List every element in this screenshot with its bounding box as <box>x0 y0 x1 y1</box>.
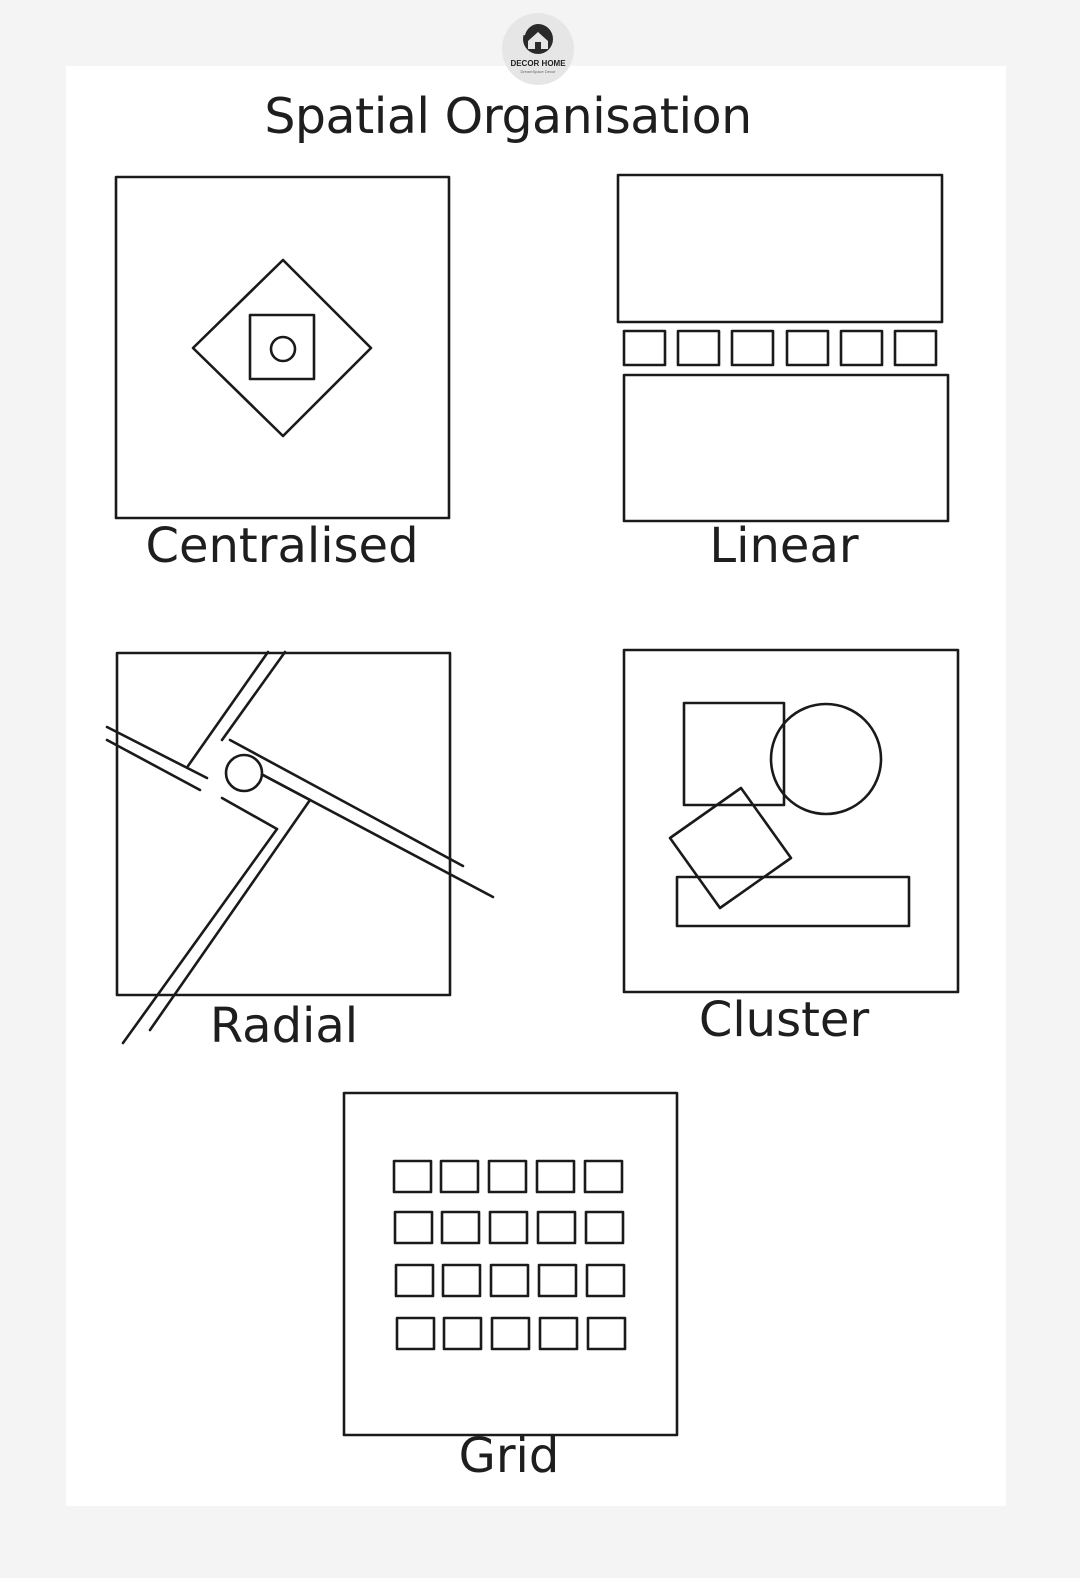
grid-diagram <box>342 1091 679 1437</box>
linear-bottom-block <box>622 373 950 523</box>
label-radial: Radial <box>209 998 359 1054</box>
linear-cell <box>622 329 667 367</box>
centralised-diagram <box>114 175 451 520</box>
page-title: Spatial Organisation <box>264 88 752 145</box>
grid-outer-square <box>342 1091 679 1437</box>
grid-cell <box>441 1263 482 1298</box>
grid-cell <box>440 1210 481 1245</box>
grid-cell <box>442 1316 483 1351</box>
grid-cell <box>585 1263 626 1298</box>
grid-cell <box>586 1316 627 1351</box>
cluster-square <box>682 701 786 807</box>
radial-center-circle <box>224 753 264 793</box>
grid-cell <box>535 1159 576 1194</box>
centralised-diamond <box>191 258 373 438</box>
linear-diagram <box>616 173 950 523</box>
radial-arm-line <box>105 738 202 792</box>
page-sheet <box>66 66 1006 1506</box>
radial-outer-square <box>115 651 452 997</box>
cluster-circle <box>769 702 883 816</box>
radial-arm-line <box>261 773 312 802</box>
grid-cell <box>394 1263 435 1298</box>
centralised-outer-square <box>114 175 451 520</box>
logo-name: DECOR HOME <box>510 59 566 68</box>
radial-arm-line <box>220 650 287 742</box>
grid-cell <box>536 1210 577 1245</box>
grid-cells <box>392 1159 627 1351</box>
logo-tagline: DreamSpace Decor <box>520 69 556 74</box>
centralised-center-circle <box>269 335 297 363</box>
linear-cell <box>839 329 884 367</box>
radial-arm-line <box>148 798 312 1032</box>
grid-cell <box>538 1316 579 1351</box>
grid-cell <box>392 1159 433 1194</box>
linear-top-block <box>616 173 944 324</box>
linear-cell <box>730 329 775 367</box>
centralised-inner-square <box>248 313 316 381</box>
linear-cell <box>676 329 721 367</box>
cluster-outer-square <box>622 648 960 994</box>
grid-cell <box>584 1210 625 1245</box>
cluster-rotated-square <box>668 786 793 910</box>
grid-cell <box>488 1210 529 1245</box>
radial-arm-line <box>220 796 279 831</box>
grid-cell <box>439 1159 480 1194</box>
grid-cell <box>487 1159 528 1194</box>
grid-cell <box>583 1159 624 1194</box>
radial-arm-line <box>105 725 209 780</box>
radial-arm-line <box>228 738 465 868</box>
label-cluster: Cluster <box>698 992 870 1048</box>
grid-cell <box>393 1210 434 1245</box>
label-grid: Grid <box>458 1428 560 1484</box>
cluster-bar <box>675 875 911 928</box>
linear-cell <box>893 329 938 367</box>
logo: DECOR HOME DreamSpace Decor <box>502 13 574 85</box>
label-centralised: Centralised <box>145 518 419 574</box>
radial-arm-line <box>121 827 279 1045</box>
grid-cell <box>489 1263 530 1298</box>
label-linear: Linear <box>709 518 859 574</box>
grid-cell <box>537 1263 578 1298</box>
linear-cell <box>785 329 830 367</box>
radial-diagram <box>105 650 495 1045</box>
grid-cell <box>395 1316 436 1351</box>
radial-arm-line <box>186 650 270 768</box>
house-icon <box>523 22 553 54</box>
grid-cell <box>490 1316 531 1351</box>
cluster-diagram <box>622 648 960 994</box>
